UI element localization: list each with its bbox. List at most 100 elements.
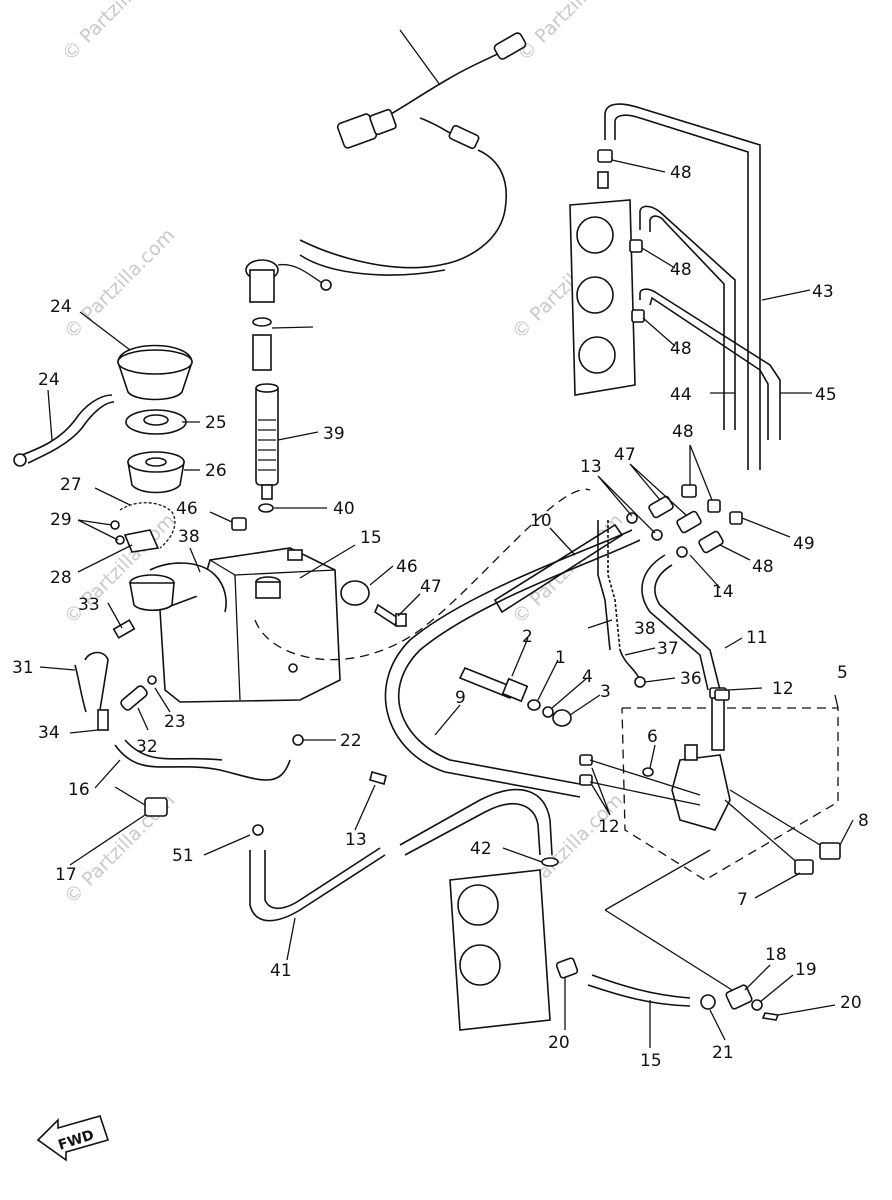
callout-26: 24 bbox=[38, 370, 60, 390]
callout-49: 51 bbox=[172, 846, 194, 866]
callout-6: 6 bbox=[647, 727, 658, 747]
seal-part-3 bbox=[552, 709, 572, 727]
callout-31: 29 bbox=[50, 510, 72, 530]
callout-22: 16 bbox=[68, 780, 90, 800]
fitting-part-19 bbox=[700, 994, 716, 1010]
callout-4: 4 bbox=[582, 667, 593, 687]
fitting-part-20 bbox=[555, 957, 579, 979]
strap-part-26 bbox=[13, 394, 115, 467]
filler-neck-part-38 bbox=[129, 562, 227, 613]
oil-pump-assembly-part-5 bbox=[621, 687, 839, 881]
callout-15: 15 bbox=[640, 1051, 662, 1071]
callout-46-b: 44 bbox=[670, 385, 692, 405]
hose-part-9 bbox=[384, 529, 641, 798]
callout-46-a: 43 bbox=[812, 282, 834, 302]
callout-27: 25 bbox=[205, 413, 227, 433]
callout-19: 21 bbox=[712, 1043, 734, 1063]
callout-40: 40 bbox=[333, 499, 355, 519]
pin-part-18 bbox=[761, 1012, 780, 1021]
callout-7: 7 bbox=[737, 890, 748, 910]
callout-37: 37 bbox=[657, 639, 679, 659]
callout-48-d: 48 bbox=[672, 422, 694, 442]
callout-13-a: 13 bbox=[580, 457, 602, 477]
callout-24-a: 23 bbox=[164, 712, 186, 732]
callout-3: 3 bbox=[600, 682, 611, 702]
bolt-part-7 bbox=[724, 799, 814, 875]
pump-link-lines bbox=[589, 759, 741, 996]
grommet-part-43 bbox=[340, 580, 370, 606]
callout-9: 9 bbox=[455, 688, 466, 708]
washer-part-4 bbox=[542, 706, 554, 718]
watermark: © Partzilla.com bbox=[60, 224, 179, 343]
clip-part-24 bbox=[147, 675, 304, 746]
washer-part-40 bbox=[258, 503, 274, 513]
filter-part-33 bbox=[120, 685, 148, 711]
callout-12-a: 12 bbox=[772, 679, 794, 699]
clip-part-49 bbox=[252, 824, 264, 836]
callout-47-b: 48 bbox=[752, 557, 774, 577]
gasket-part-27 bbox=[125, 409, 187, 435]
hose-part-22 bbox=[114, 739, 291, 781]
callout-8: 8 bbox=[858, 811, 869, 831]
pin-part-6 bbox=[642, 767, 654, 777]
check-valves-part-47 bbox=[648, 495, 724, 554]
clip-part-14 bbox=[369, 771, 387, 785]
callout-42: 42 bbox=[470, 839, 492, 859]
clips-part-12 bbox=[579, 689, 730, 786]
callout-29: 27 bbox=[60, 475, 82, 495]
callout-33: 32 bbox=[136, 737, 158, 757]
callout-2: 2 bbox=[522, 627, 533, 647]
hose-part-38b bbox=[597, 520, 621, 651]
callout-38-b: 38 bbox=[634, 619, 656, 639]
o-ring-part-1 bbox=[527, 699, 541, 711]
callout-1: 1 bbox=[555, 648, 566, 668]
callout-28: 26 bbox=[205, 461, 227, 481]
drive-gear-part-2 bbox=[458, 666, 529, 703]
callout-11: 11 bbox=[746, 628, 768, 648]
plug-part-44 bbox=[231, 517, 247, 531]
bolt-part-8 bbox=[729, 789, 841, 860]
hose-part-11 bbox=[641, 554, 721, 691]
callout-46-c: 45 bbox=[815, 385, 837, 405]
forward-direction-arrow: FWD bbox=[36, 1115, 110, 1162]
callout-21: 15 bbox=[360, 528, 382, 548]
clips-part-48 bbox=[597, 149, 743, 525]
callout-14: 13 bbox=[345, 830, 367, 850]
callout-25: 24 bbox=[50, 297, 72, 317]
callout-5: 5 bbox=[837, 663, 848, 683]
float-part-39 bbox=[255, 383, 279, 500]
callout-44: 46 bbox=[176, 499, 198, 519]
clip-part-42 bbox=[541, 857, 559, 867]
callout-36: 36 bbox=[680, 669, 702, 689]
callout-48-a: 48 bbox=[670, 163, 692, 183]
wiring-harness-part-51 bbox=[299, 32, 527, 276]
fitting-part-34 bbox=[112, 619, 136, 639]
callout-38: 38 bbox=[178, 527, 200, 547]
chain-part-29 bbox=[119, 502, 176, 549]
callout-39: 39 bbox=[323, 424, 345, 444]
callout-23: 17 bbox=[55, 865, 77, 885]
clip-part-35 bbox=[97, 709, 109, 731]
callout-34: 33 bbox=[78, 595, 100, 615]
callout-41: 41 bbox=[270, 961, 292, 981]
callout-47-a: 47 bbox=[614, 445, 636, 465]
watermark: © Partzilla.com bbox=[513, 0, 632, 66]
clip-part-36 bbox=[634, 676, 646, 688]
callout-43: 46 bbox=[396, 557, 418, 577]
callout-20: 20 bbox=[548, 1033, 570, 1053]
callout-48-b: 48 bbox=[670, 260, 692, 280]
callout-18: 20 bbox=[840, 993, 862, 1013]
callout-17: 19 bbox=[795, 960, 817, 980]
screws-part-31 bbox=[110, 520, 125, 545]
callout-12-b: 12 bbox=[598, 817, 620, 837]
callout-10: 10 bbox=[530, 511, 552, 531]
callout-32: 31 bbox=[12, 658, 34, 678]
filler-cap-part-25 bbox=[117, 344, 193, 401]
hose-part-32 bbox=[74, 651, 109, 713]
callout-30: 28 bbox=[50, 568, 72, 588]
callout-35: 34 bbox=[38, 723, 60, 743]
leader-lines bbox=[39, 29, 854, 1048]
oil-level-sensor-part-50 bbox=[245, 259, 332, 371]
callout-13-b: 14 bbox=[712, 582, 734, 602]
hose-part-46 bbox=[604, 103, 781, 470]
